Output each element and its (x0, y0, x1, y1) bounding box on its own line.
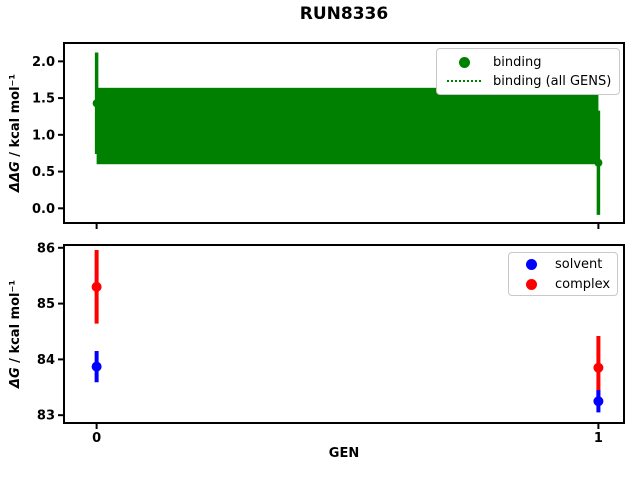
legend-dot-icon (458, 56, 470, 68)
y-tick-label: 1.0 (32, 128, 55, 143)
legend-top: binding binding (all GENS) (436, 48, 620, 95)
legend-dot-icon (525, 278, 537, 290)
marker-complex-gen0 (91, 281, 102, 292)
y-tick-label: 85 (37, 297, 55, 312)
y-tick-label: 0.0 (32, 202, 55, 217)
axes-spines (63, 42, 625, 224)
y-axis-label-bottom-unit: / kcal mol⁻¹ (8, 279, 23, 368)
marker-binding-gen1 (594, 158, 603, 167)
marker-solvent-gen1 (593, 396, 604, 407)
y-tick-label: 0.5 (32, 165, 55, 180)
legend-entry-solvent: solvent (517, 254, 617, 274)
legend-label: solvent (555, 256, 603, 272)
y-tick-label: 2.0 (32, 55, 55, 70)
legend-dot-icon (517, 278, 545, 290)
y-tick-label: 83 (37, 409, 55, 424)
axes-spines (63, 244, 625, 424)
marker-binding-gen0 (92, 99, 101, 108)
legend-entry-binding-all-gens-: binding (all GENS) (447, 72, 619, 91)
legend-dotted-line-icon (447, 80, 481, 82)
x-axis-label: GEN (328, 446, 360, 461)
y-axis-label-top-unit: / kcal mol⁻¹ (8, 73, 23, 162)
legend-bottom: solvent complex (508, 252, 618, 296)
y-axis-label-bottom-symbol: ΔG (8, 367, 23, 389)
y-tick-label: 84 (37, 353, 55, 368)
legend-label: binding (493, 54, 542, 70)
x-tick-label: 0 (92, 431, 101, 446)
y-axis-label-bottom: ΔG / kcal mol⁻¹ (8, 224, 26, 444)
legend-entry-complex: complex (517, 274, 617, 294)
y-tick-label: 86 (37, 241, 55, 256)
legend-dotted-line-icon (447, 80, 481, 82)
y-axis-label-top-symbol: ΔΔG (8, 161, 23, 193)
legend-dot-icon (517, 258, 545, 270)
legend-dot-icon (525, 258, 537, 270)
marker-solvent-gen0 (91, 361, 102, 372)
legend-dot-icon (447, 56, 481, 68)
legend-label: complex (555, 276, 611, 292)
x-tick-label: 1 (594, 431, 603, 446)
figure-title: RUN8336 (299, 4, 389, 24)
band-binding-all-gens (96, 87, 599, 165)
marker-complex-gen1 (593, 362, 604, 373)
y-axis-label-top: ΔΔG / kcal mol⁻¹ (8, 23, 26, 243)
y-tick-label: 1.5 (32, 92, 55, 107)
legend-entry-binding: binding (447, 53, 619, 72)
legend-label: binding (all GENS) (493, 73, 612, 89)
